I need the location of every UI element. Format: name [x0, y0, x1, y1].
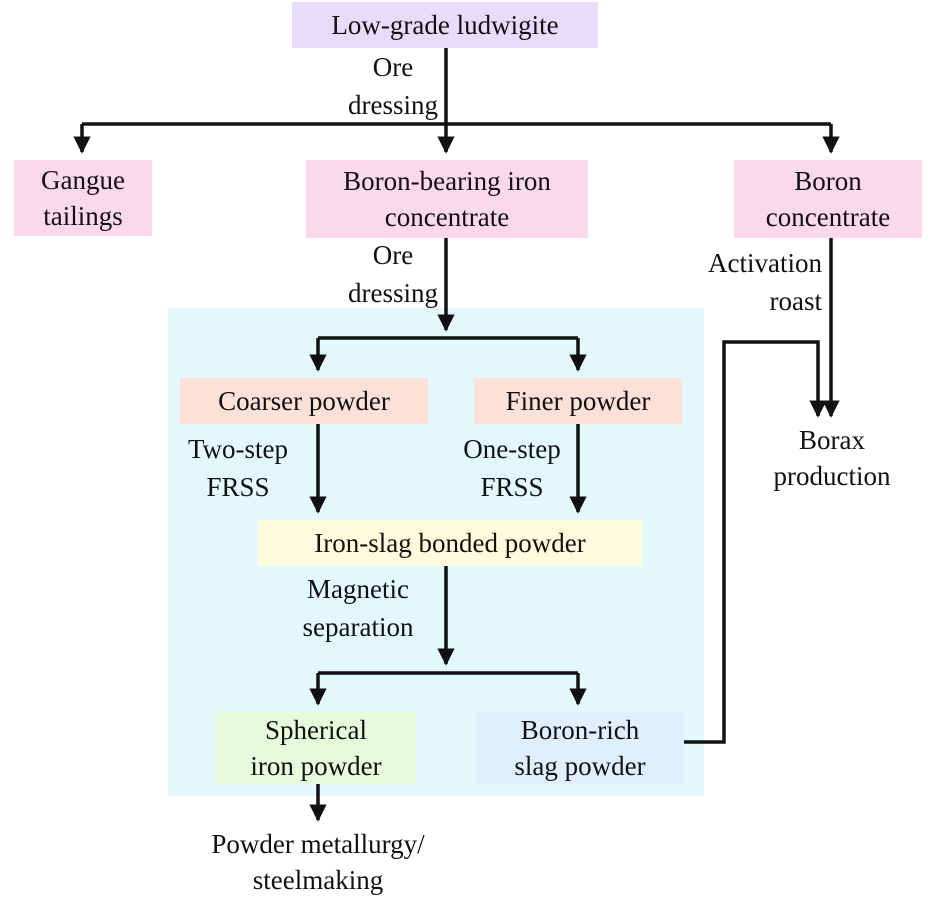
- node-boron-rich-slag-powder: Boron-rich slag powder: [476, 712, 684, 784]
- label-two-step-frss: Two-step FRSS: [187, 434, 289, 502]
- node-gangue-tailings: Gangue tailings: [14, 160, 152, 236]
- node-boron-bearing-iron-concentrate: Boron-bearing iron concentrate: [306, 160, 588, 238]
- node-low-grade-ludwigite: Low-grade ludwigite: [292, 2, 598, 48]
- node-spherical-iron-powder: Spherical iron powder: [216, 712, 416, 784]
- node-boron-bearing-iron-concentrate-text: Boron-bearing iron concentrate: [343, 166, 551, 232]
- node-gangue-tailings-text: Gangue tailings: [41, 165, 125, 231]
- label-ore-dressing-middle: Ore dressing: [348, 240, 438, 308]
- label-one-step-frss: One-step FRSS: [463, 434, 561, 502]
- node-coarser-powder-text: Coarser powder: [218, 386, 390, 416]
- node-finer-powder-text: Finer powder: [505, 386, 651, 416]
- node-boron-concentrate: Boron concentrate: [734, 160, 922, 238]
- label-magnetic-separation: Magnetic separation: [302, 574, 414, 642]
- node-powder-metallurgy-text: Powder metallurgy/ steelmaking: [211, 829, 425, 895]
- node-finer-powder: Finer powder: [474, 378, 682, 424]
- node-iron-slag-bonded-powder-text: Iron-slag bonded powder: [314, 528, 586, 558]
- node-borax-production-text: Borax production: [773, 425, 891, 491]
- label-ore-dressing-top: Ore dressing: [348, 52, 438, 120]
- arrow-slag-to-borax: [684, 340, 827, 744]
- node-boron-rich-slag-powder-text: Boron-rich slag powder: [514, 715, 646, 781]
- node-boron-concentrate-text: Boron concentrate: [765, 166, 891, 232]
- node-borax-production: Borax production: [750, 420, 914, 496]
- label-activation-roast: Activation roast: [708, 248, 822, 316]
- node-low-grade-ludwigite-text: Low-grade ludwigite: [331, 10, 559, 40]
- node-powder-metallurgy: Powder metallurgy/ steelmaking: [176, 824, 460, 900]
- node-iron-slag-bonded-powder: Iron-slag bonded powder: [258, 520, 642, 566]
- node-coarser-powder: Coarser powder: [180, 378, 428, 424]
- node-spherical-iron-powder-text: Spherical iron powder: [250, 715, 382, 781]
